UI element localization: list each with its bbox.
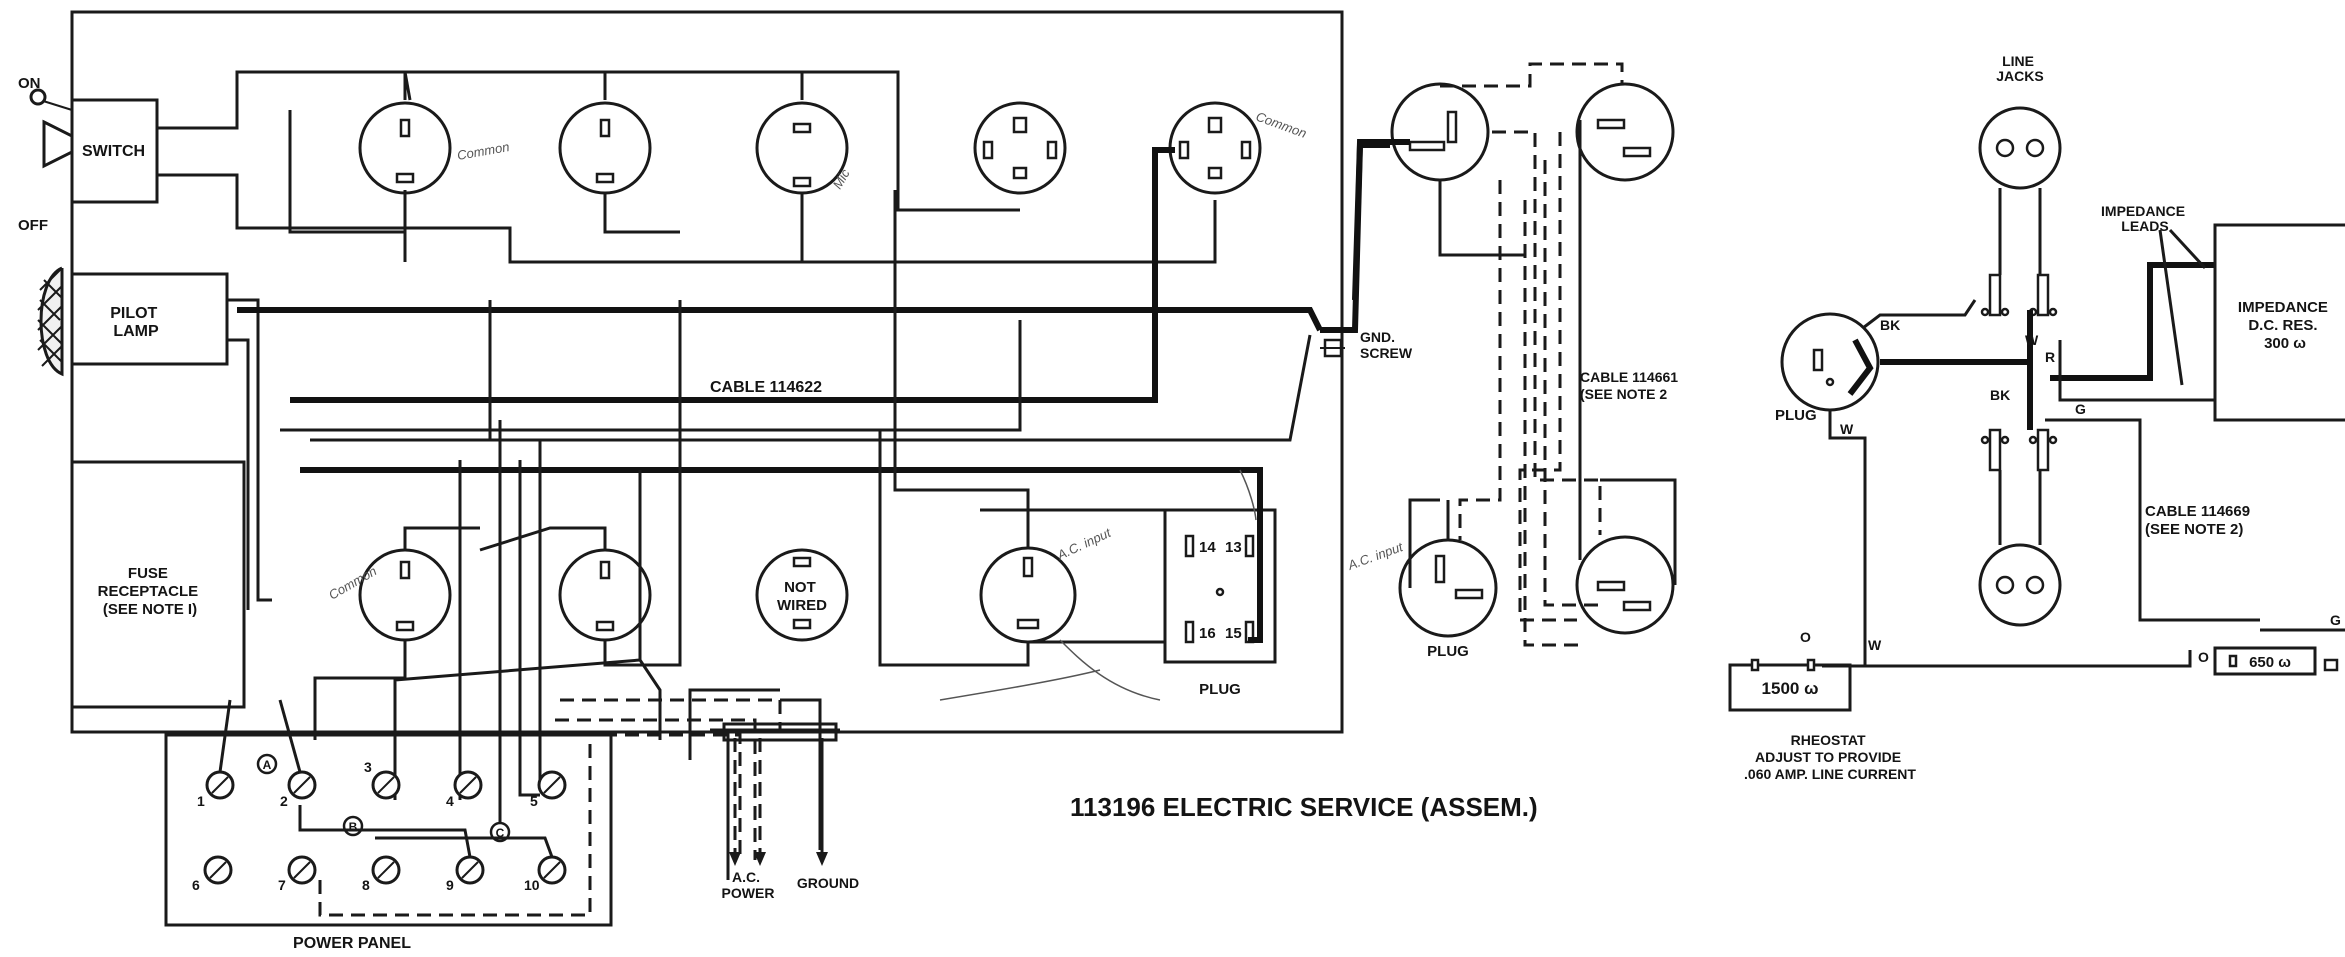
terminal-1: 1 [197,793,205,809]
assembly-frames [70,10,1344,734]
tag-c: C [496,826,505,840]
terminal-10: 10 [524,877,540,893]
rheostat [1728,658,1852,712]
right-plug-label: PLUG [1775,407,1817,424]
terminal-8: 8 [362,877,370,893]
jack-contacts-top [1980,273,2058,317]
impedance-box [2213,223,2345,422]
ac-power-arrows [729,738,828,866]
fuse-receptacle-label: FUSE RECEPTACLE (SEE NOTE I) [98,565,203,618]
socket-mid-top-left [1390,82,1490,182]
socket-mid-bottom-right [1575,535,1675,635]
not-wired-label: NOT WIRED [777,579,827,614]
plug-pin-14: 14 [1199,539,1216,556]
line-jack-bottom [1978,543,2062,627]
pilot-lamp-label: PILOT LAMP [110,305,162,340]
wire-code-g-1: G [2075,401,2086,417]
ground-screw [1320,338,1345,358]
wire-code-bk-2: BK [1990,387,2010,403]
note-common-3: Common [1254,109,1309,141]
switch-label: SWITCH [82,143,145,160]
wire-code-w-2: W [1840,421,1854,437]
plug-mid [1398,538,1498,638]
ac-power-label: A.C. POWER [722,869,775,901]
wiring-right [1822,188,2345,668]
panel-lead-1 [218,699,232,773]
socket-bottom-1 [358,548,452,642]
note-ac-input-1: A.C. input [1054,524,1114,563]
wire-code-r: R [2045,349,2055,365]
plug-center-label: PLUG [1199,681,1241,698]
pilot-lamp-lens [37,266,64,377]
wire-code-w-1: W [2025,332,2039,348]
wiring-main [157,70,1390,880]
wire-code-bk-1: BK [1880,317,1900,333]
resistor-650-value: 650 ω [2249,654,2291,671]
socket-top-2 [558,101,652,195]
cable-main-label: CABLE 114622 [710,379,822,396]
plug-pin-13: 13 [1225,539,1242,556]
terminal-5: 5 [530,793,538,809]
ground-label: GROUND [797,875,859,891]
plug-pin-15: 15 [1225,625,1242,642]
tag-b: B [349,820,358,834]
terminal-3: 3 [364,759,372,775]
line-jacks-label: LINE JACKS [1996,53,2043,84]
socket-not-wired [755,548,849,642]
wiring-mid [1352,62,1677,647]
plug-pin-16: 16 [1199,625,1216,642]
terminal-6: 6 [192,877,200,893]
socket-top-1 [358,101,452,195]
socket-bottom-2 [558,548,652,642]
terminal-4: 4 [446,793,454,809]
wire-code-o-1: O [1800,629,1811,645]
cable-right-label: CABLE 114669 (SEE NOTE 2) [2145,503,2254,538]
right-plug [1780,312,1880,412]
switch-on-label: ON [18,75,41,92]
toggle-switch [29,88,74,169]
socket-top-4 [973,101,1067,195]
terminal-7: 7 [278,877,286,893]
terminal-2: 2 [280,793,288,809]
panel-lead-4 [375,836,554,858]
panel-lead-3 [298,805,472,858]
power-panel-label: POWER PANEL [293,935,411,952]
tag-a: A [263,758,272,772]
note-common-1: Common [456,139,511,163]
panel-lead-2 [278,699,302,773]
rheostat-value: 1500 ω [1762,679,1819,698]
socket-mid-top-right [1575,82,1675,182]
note-ac-input-2: A.C. input [1345,539,1406,573]
diagram-title: 113196 ELECTRIC SERVICE (ASSEM.) [1070,792,1538,822]
wire-code-g-2: G [2330,612,2341,628]
rheostat-label: RHEOSTAT ADJUST TO PROVIDE .060 AMP. LIN… [1744,732,1916,782]
power-panel [164,722,838,927]
impedance-leads-label: IMPEDANCE LEADS [2101,203,2189,234]
wire-code-o-2: O [2198,649,2209,665]
cable-mid-label: CABLE 114661 (SEE NOTE 2 [1580,369,1682,402]
socket-top-5 [1168,101,1262,195]
switch-off-label: OFF [18,217,48,234]
wire-code-w-3: W [1868,637,1882,653]
terminal-9: 9 [446,877,454,893]
jack-contacts-bottom [1980,428,2058,472]
plug-mid-label: PLUG [1427,643,1469,660]
handwritten-notes: Common Common Mic Common A.C. input A.C.… [326,109,1406,701]
resistor-650 [2213,646,2339,676]
power-panel-terminals [203,770,567,885]
plug-center [1163,508,1277,664]
gnd-screw-label: GND. SCREW [1360,329,1413,361]
impedance-box-label: IMPEDANCE D.C. RES. 300 ω [2238,299,2332,352]
line-jack-top [1978,106,2062,190]
